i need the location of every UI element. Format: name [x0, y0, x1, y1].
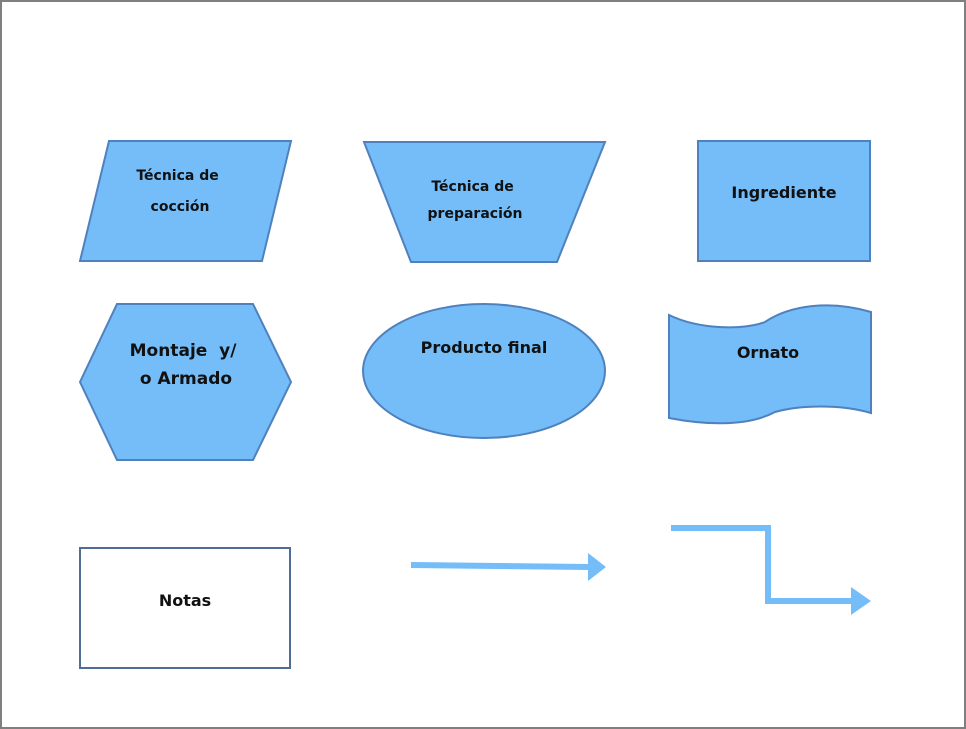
shape-label: Producto final	[421, 338, 548, 357]
ellipse-shape	[362, 303, 606, 439]
arrow-line	[410, 562, 591, 570]
shape-label-line: Ingrediente	[731, 183, 836, 202]
note-rectangle-shape	[79, 547, 291, 669]
shape-label-line: preparación	[428, 206, 523, 222]
shape-ingrediente[interactable]: Ingrediente	[697, 140, 871, 262]
shape-label: Ingrediente	[731, 183, 836, 202]
wave-shape	[668, 304, 872, 425]
shape-label-line: Ornato	[737, 343, 799, 362]
parallelogram-shape	[78, 140, 293, 262]
shape-label-line: Notas	[159, 591, 211, 610]
arrow-head-icon	[588, 553, 606, 581]
shape-ornato[interactable]: Ornato	[668, 304, 872, 425]
shape-label-line: o Armado	[140, 369, 232, 389]
hexagon-shape	[78, 303, 293, 461]
shape-tecnica-de-preparacion[interactable]: Técnica de preparación	[362, 141, 607, 263]
rectangle-shape	[697, 140, 871, 262]
shape-label-line: Montaje y/	[130, 341, 238, 361]
trapezoid-shape	[362, 141, 607, 263]
shape-tecnica-de-coccion[interactable]: Técnica de cocción	[78, 140, 293, 262]
connector-elbow-arrow[interactable]	[671, 525, 871, 615]
shape-producto-final[interactable]: Producto final	[362, 303, 606, 439]
shape-label: Ornato	[737, 343, 799, 362]
arrow-head-icon	[851, 587, 871, 615]
connector-straight-arrow[interactable]	[410, 553, 606, 581]
shape-montaje-armado[interactable]: Montaje y/ o Armado	[78, 303, 293, 461]
shape-label-line: Técnica de	[136, 168, 218, 184]
shape-label: Técnica de cocción	[136, 168, 223, 215]
shape-label-line: Producto final	[421, 338, 548, 357]
shape-label: Montaje y/ o Armado	[130, 341, 243, 389]
elbow-line	[671, 525, 852, 604]
shape-label: Notas	[159, 591, 211, 610]
shape-notas[interactable]: Notas	[79, 547, 291, 669]
shape-label-line: Técnica de	[431, 179, 513, 195]
shape-label-line: cocción	[151, 199, 210, 215]
shape-label: Técnica de preparación	[428, 179, 523, 222]
